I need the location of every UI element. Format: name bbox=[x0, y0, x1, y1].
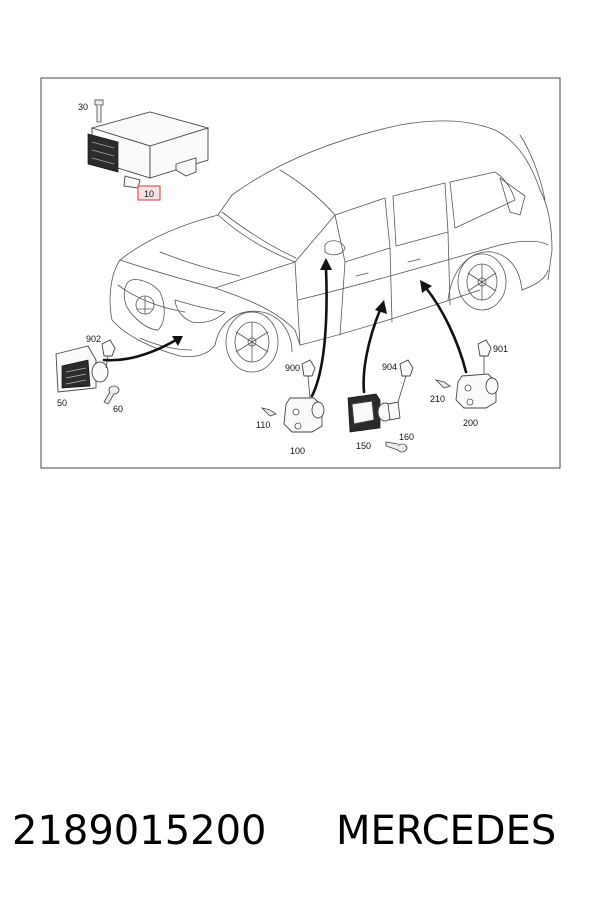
front-impact-sensor-50: 902 50 60 bbox=[55, 334, 123, 414]
label-210: 210 bbox=[430, 394, 445, 404]
label-160: 160 bbox=[399, 432, 414, 442]
label-110: 110 bbox=[256, 420, 270, 430]
connector-901-icon bbox=[477, 339, 492, 374]
connector-900-icon bbox=[301, 359, 316, 399]
side-impact-sensor-150: 904 160 150 bbox=[347, 359, 414, 453]
connector-902-icon bbox=[101, 339, 116, 369]
label-100: 100 bbox=[290, 446, 305, 456]
label-30: 30 bbox=[78, 102, 88, 112]
arrow-rear-sensor bbox=[424, 286, 468, 374]
highlight-callout-box bbox=[137, 185, 161, 201]
part-number: 2189015200 bbox=[12, 808, 267, 854]
label-10: 10 bbox=[144, 189, 154, 199]
label-904: 904 bbox=[382, 362, 397, 372]
arrow-side-sensor bbox=[310, 266, 328, 398]
label-902: 902 bbox=[86, 334, 101, 344]
screw-210-icon bbox=[434, 379, 451, 389]
side-impact-sensor-100: 900 110 100 bbox=[256, 359, 325, 456]
label-200: 200 bbox=[463, 418, 478, 428]
arrow-front-sensor bbox=[102, 338, 178, 362]
caption: 2189015200 MERCEDES bbox=[0, 796, 600, 866]
arrow-middle-sensor bbox=[362, 308, 382, 394]
car-illustration bbox=[109, 120, 553, 373]
rear-impact-sensor-200: 901 210 200 bbox=[430, 339, 508, 428]
bolt-160-icon bbox=[385, 441, 408, 453]
bolt-60-icon bbox=[103, 385, 120, 405]
label-50: 50 bbox=[57, 398, 67, 408]
bolt-30-icon bbox=[94, 99, 104, 123]
label-60: 60 bbox=[113, 404, 123, 414]
label-150: 150 bbox=[356, 441, 371, 451]
airbag-control-unit: 30 10 bbox=[78, 99, 210, 201]
brand-name: MERCEDES bbox=[336, 808, 557, 854]
screw-110-icon bbox=[260, 407, 277, 417]
connector-904-icon bbox=[397, 359, 414, 403]
label-900: 900 bbox=[285, 363, 300, 373]
label-901: 901 bbox=[493, 344, 508, 354]
